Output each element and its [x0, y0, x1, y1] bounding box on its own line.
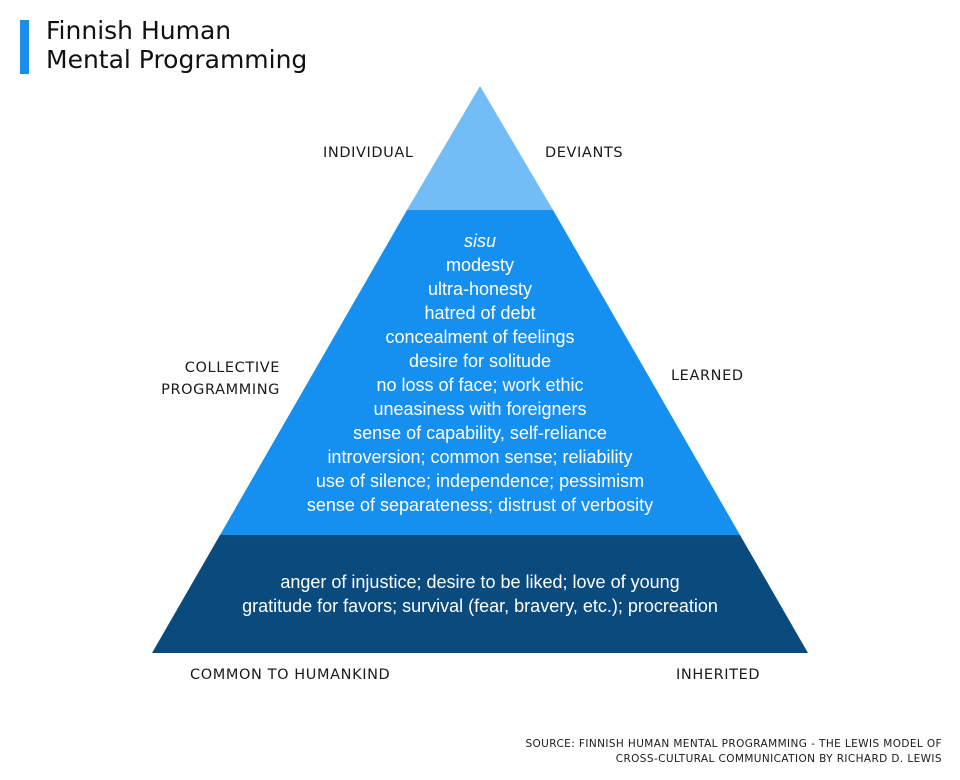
trait-item: modesty [445, 255, 515, 275]
trait-item: hatred of debt [424, 303, 536, 323]
trait-item: desire for solitude [408, 351, 552, 371]
trait-item: sisu [463, 231, 496, 251]
label-individual: INDIVIDUAL [323, 145, 414, 161]
trait-item: introversion; common sense; reliability [327, 447, 633, 467]
source-line-1: SOURCE: FINNISH HUMAN MENTAL PROGRAMMING… [525, 738, 942, 750]
trait-item: use of silence; independence; pessimism [315, 471, 645, 491]
title-line-2: Mental Programming [46, 45, 308, 74]
label-deviants: DEVIANTS [545, 145, 624, 161]
pyramid-top-tier [407, 86, 553, 210]
trait-item: no loss of face; work ethic [376, 375, 584, 395]
trait-item: uneasiness with foreigners [373, 399, 587, 419]
label-collective-line-2: PROGRAMMING [161, 382, 280, 398]
label-learned: LEARNED [671, 368, 744, 384]
source-line-2: CROSS-CULTURAL COMMUNICATION BY RICHARD … [615, 753, 942, 765]
label-collective-line-1: COLLECTIVE [184, 360, 280, 376]
pyramid-bottom-tier [152, 535, 808, 653]
label-collective-programming: COLLECTIVE PROGRAMMING [150, 357, 280, 401]
label-inherited: INHERITED [676, 667, 761, 683]
middle-tier-list: sisu modesty ultra-honesty hatred of deb… [180, 229, 780, 517]
title-line-1: Finnish Human [46, 16, 232, 45]
trait-item: anger of injustice; desire to be liked; … [280, 572, 680, 592]
trait-item: sense of capability, self-reliance [353, 423, 607, 443]
bottom-tier-list: anger of injustice; desire to be liked; … [180, 570, 780, 618]
trait-item: concealment of feelings [385, 327, 575, 347]
label-common-to-humankind: COMMON TO HUMANKIND [190, 667, 391, 683]
page-title: Finnish Human Mental Programming [46, 16, 307, 74]
source-note: SOURCE: FINNISH HUMAN MENTAL PROGRAMMING… [525, 737, 942, 767]
trait-item: sense of separateness; distrust of verbo… [306, 495, 654, 515]
trait-item: gratitude for favors; survival (fear, br… [242, 596, 718, 616]
title-accent-bar [20, 20, 29, 74]
pyramid-middle-tier [220, 210, 740, 535]
trait-item: ultra-honesty [427, 279, 533, 299]
